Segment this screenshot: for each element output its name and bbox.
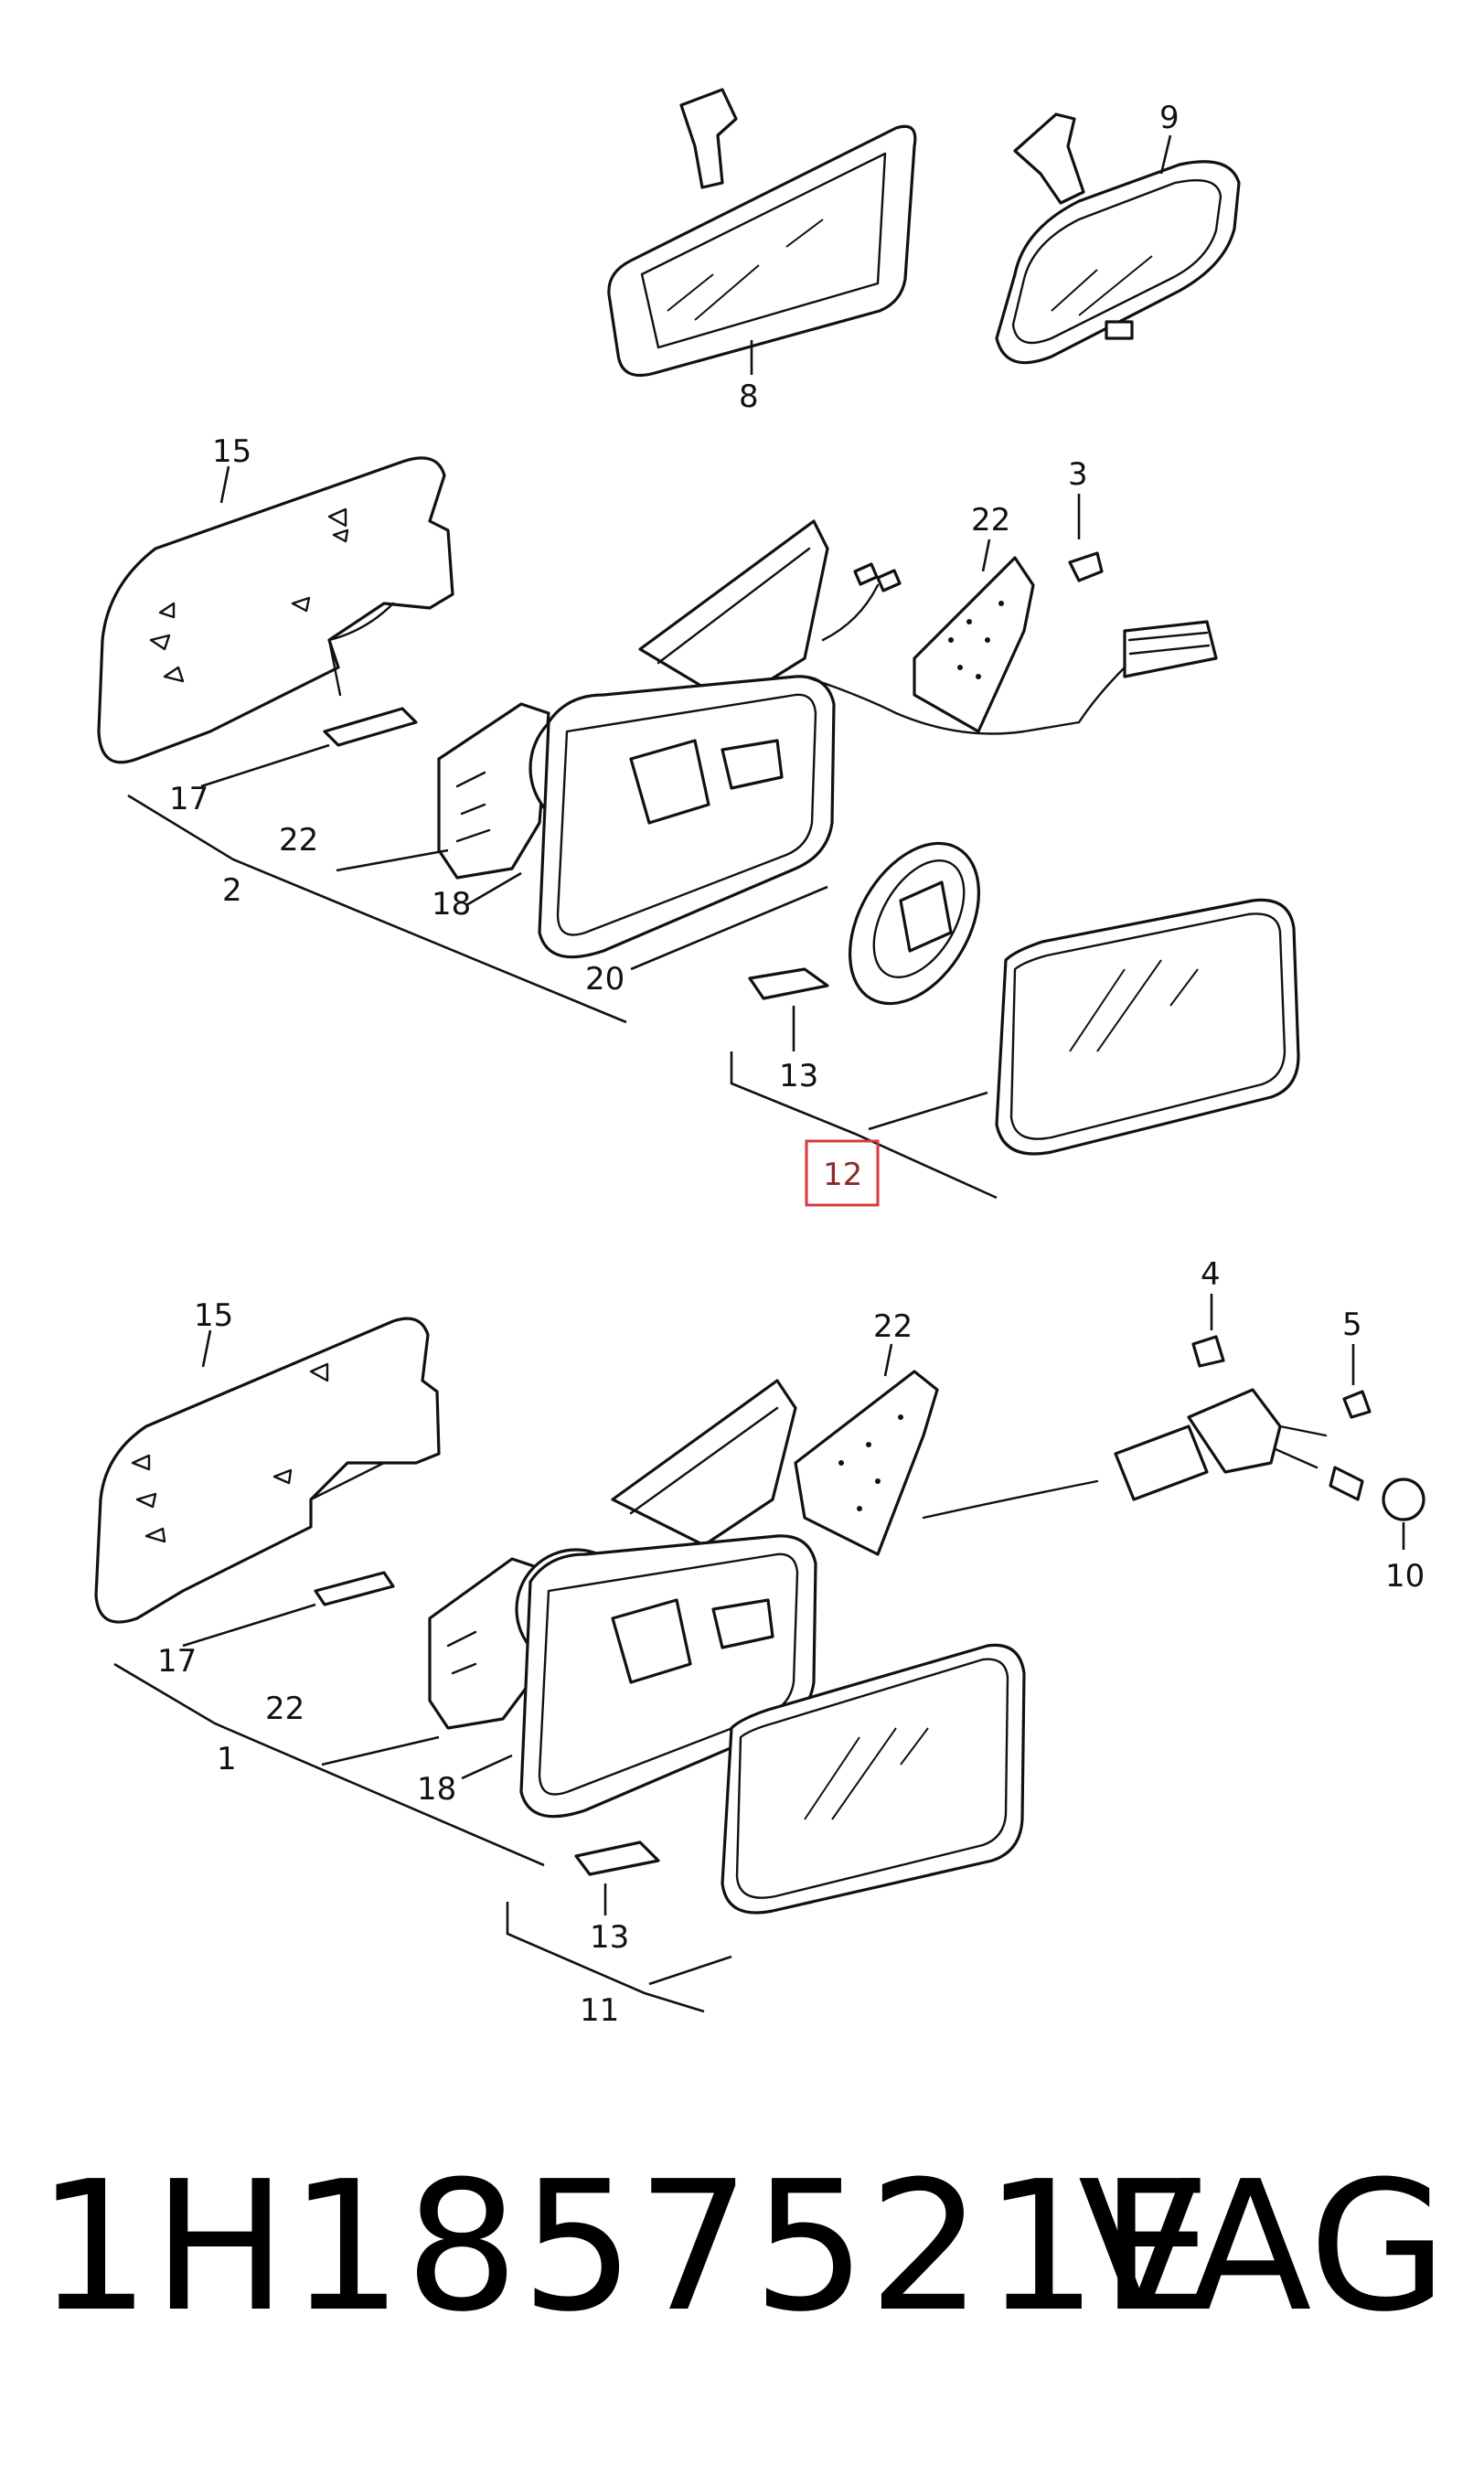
- callout-upper-17: 17: [169, 781, 208, 817]
- brand-label: VAG: [1077, 2143, 1447, 2352]
- callout-lower-15: 15: [194, 1297, 233, 1334]
- callout-upper-18: 18: [432, 886, 471, 923]
- callout-upper-22-trim: 22: [971, 502, 1010, 539]
- callout-upper-3: 3: [1068, 456, 1088, 493]
- callout-lower-13: 13: [590, 1919, 629, 1956]
- callout-upper-12: 12: [823, 1157, 862, 1193]
- callout-upper-22-frame: 22: [279, 822, 318, 859]
- lower-mirror-assembly: [94, 1294, 1425, 2013]
- callout-upper-2: 2: [222, 872, 242, 909]
- callout-lower-18: 18: [417, 1771, 456, 1808]
- callout-lower-4: 4: [1201, 1256, 1221, 1293]
- callout-upper-20: 20: [585, 961, 625, 998]
- upper-mirror-assembly: [97, 456, 1300, 1200]
- interior-mirror-left: [607, 88, 917, 378]
- callout-lower-5: 5: [1342, 1307, 1362, 1343]
- callout-interior-right: 9: [1159, 100, 1180, 136]
- callout-upper-13: 13: [779, 1058, 818, 1094]
- callout-upper-15: 15: [212, 433, 251, 470]
- callout-lower-1: 1: [217, 1741, 237, 1777]
- highlight-box-12: [805, 1139, 880, 1207]
- callout-lower-22-trim: 22: [873, 1308, 913, 1345]
- callout-lower-22-frame: 22: [265, 1691, 304, 1727]
- callout-lower-11: 11: [580, 1992, 619, 2029]
- part-number-label: 1H1857521E: [37, 2143, 1215, 2352]
- callout-lower-10: 10: [1385, 1558, 1425, 1595]
- callout-lower-17: 17: [157, 1643, 197, 1680]
- interior-mirror-right: [995, 112, 1241, 365]
- callout-interior-left: 8: [739, 379, 759, 415]
